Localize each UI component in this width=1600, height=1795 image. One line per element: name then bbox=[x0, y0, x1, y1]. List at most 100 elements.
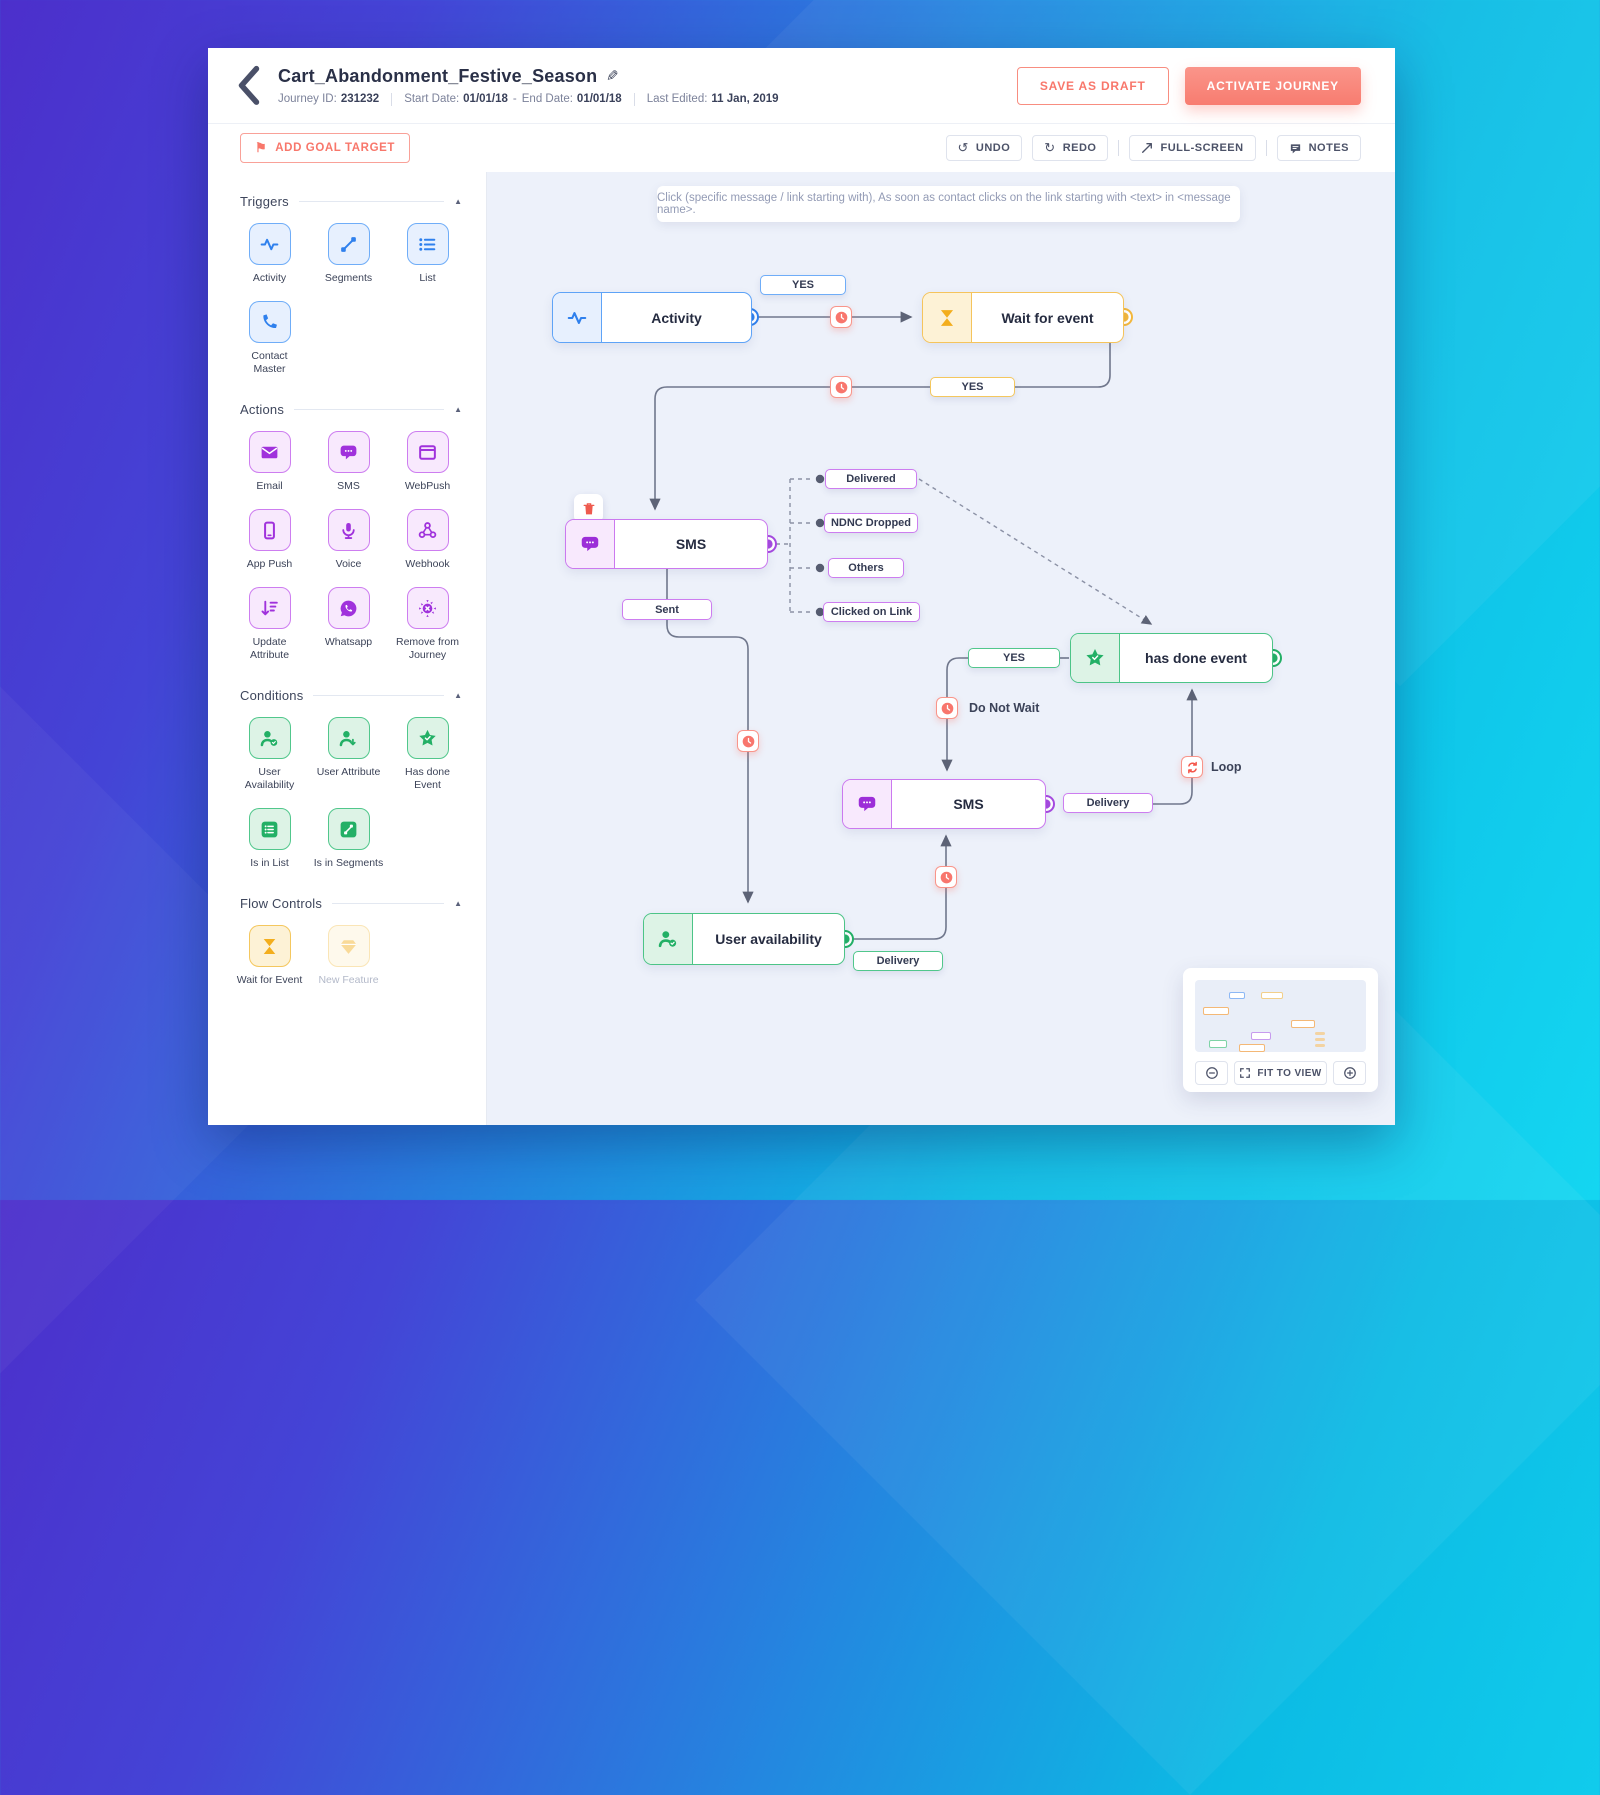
collapse-triangle-icon[interactable]: ▲ bbox=[454, 899, 462, 908]
save-as-draft-button[interactable]: SAVE AS DRAFT bbox=[1016, 66, 1169, 105]
clock-icon bbox=[941, 702, 953, 714]
collapse-triangle-icon[interactable]: ▲ bbox=[454, 691, 462, 700]
notes-button[interactable]: NOTES bbox=[1276, 135, 1361, 161]
palette-remove-from-journey[interactable]: Remove from Journey bbox=[388, 587, 467, 662]
clock-icon bbox=[835, 381, 847, 393]
branch-label-delivery-1[interactable]: Delivery bbox=[1063, 793, 1153, 813]
palette-sidebar: Triggers ▲ Activity Segments List bbox=[208, 172, 487, 1125]
minimap-view[interactable] bbox=[1195, 980, 1366, 1052]
collapse-triangle-icon[interactable]: ▲ bbox=[454, 405, 462, 414]
remove-journey-gear-icon bbox=[419, 599, 436, 617]
undo-button[interactable]: ↺ UNDO bbox=[945, 135, 1023, 161]
triggers-grid: Activity Segments List Contact Master bbox=[208, 223, 486, 376]
flow-controls-grid: Wait for Event New Feature bbox=[208, 925, 486, 987]
wait-clock-chip[interactable] bbox=[737, 730, 759, 752]
node-label: SMS bbox=[953, 796, 984, 812]
minimap-node bbox=[1315, 1044, 1325, 1047]
branch-label-delivery-2[interactable]: Delivery bbox=[853, 951, 943, 971]
email-icon bbox=[261, 446, 278, 458]
palette-email[interactable]: Email bbox=[230, 431, 309, 493]
wait-clock-chip[interactable] bbox=[830, 306, 852, 328]
back-button[interactable] bbox=[236, 66, 262, 105]
flow-canvas[interactable]: Click (specific message / link starting … bbox=[487, 172, 1395, 1125]
fit-to-view-button[interactable]: FIT TO VIEW bbox=[1234, 1061, 1327, 1085]
node-sms-2[interactable]: SMS bbox=[842, 779, 1046, 829]
palette-item-label: App Push bbox=[246, 558, 293, 570]
edit-title-icon[interactable]: ✎ bbox=[606, 68, 619, 85]
section-title: Conditions bbox=[240, 688, 304, 703]
palette-voice[interactable]: Voice bbox=[309, 509, 388, 571]
branch-label-sent[interactable]: Sent bbox=[622, 599, 712, 620]
wait-clock-chip[interactable] bbox=[830, 376, 852, 398]
user-check-icon bbox=[644, 914, 693, 964]
palette-has-done-event[interactable]: Has done Event bbox=[388, 717, 467, 792]
webpush-icon bbox=[419, 444, 436, 460]
minimap-node bbox=[1315, 1038, 1325, 1041]
palette-item-label: New Feature bbox=[318, 974, 379, 986]
palette-activity[interactable]: Activity bbox=[230, 223, 309, 285]
node-activity[interactable]: Activity bbox=[552, 292, 752, 343]
palette-user-availability[interactable]: User Availability bbox=[230, 717, 309, 792]
palette-item-label: Is in List bbox=[250, 857, 289, 869]
gem-icon bbox=[340, 939, 357, 954]
palette-update-attribute[interactable]: Update Attribute bbox=[230, 587, 309, 662]
node-has-done-event[interactable]: has done event bbox=[1070, 633, 1273, 683]
user-check-icon bbox=[260, 730, 278, 746]
redo-label: REDO bbox=[1062, 142, 1097, 154]
hourglass-icon bbox=[263, 938, 276, 954]
branch-label-others[interactable]: Others bbox=[828, 558, 904, 578]
add-goal-target-button[interactable]: ⚑ ADD GOAL TARGET bbox=[240, 133, 411, 163]
end-date-value: 01/01/18 bbox=[576, 93, 622, 105]
palette-app-push[interactable]: App Push bbox=[230, 509, 309, 571]
palette-list[interactable]: List bbox=[388, 223, 467, 285]
toolbar-divider bbox=[1265, 140, 1267, 156]
palette-webhook[interactable]: Webhook bbox=[388, 509, 467, 571]
palette-is-in-segments[interactable]: Is in Segments bbox=[309, 808, 388, 870]
sms-bubble-icon bbox=[566, 520, 615, 568]
node-wait-for-event[interactable]: Wait for event bbox=[922, 292, 1124, 343]
redo-icon: ↻ bbox=[1044, 140, 1056, 155]
clock-icon bbox=[835, 311, 847, 323]
branch-label-yes-2[interactable]: YES bbox=[930, 377, 1015, 397]
palette-user-attribute[interactable]: User Attribute bbox=[309, 717, 388, 792]
minimap-zoom-out-button[interactable] bbox=[1195, 1061, 1228, 1085]
node-user-availability[interactable]: User availability bbox=[643, 913, 845, 965]
palette-item-label: Voice bbox=[335, 558, 362, 570]
palette-is-in-list[interactable]: Is in List bbox=[230, 808, 309, 870]
node-sms-1[interactable]: SMS bbox=[565, 519, 768, 569]
activate-journey-button[interactable]: ACTIVATE JOURNEY bbox=[1184, 66, 1361, 105]
redo-button[interactable]: ↻ REDO bbox=[1032, 135, 1109, 161]
user-arrow-down-icon bbox=[339, 730, 356, 746]
collapse-triangle-icon[interactable]: ▲ bbox=[454, 197, 462, 206]
start-date-label: Start Date: bbox=[404, 93, 460, 105]
minimap-zoom-in-button[interactable] bbox=[1333, 1061, 1366, 1085]
section-conditions-header: Conditions ▲ bbox=[208, 688, 486, 703]
loop-chip[interactable] bbox=[1181, 756, 1203, 778]
palette-wait-for-event[interactable]: Wait for Event bbox=[230, 925, 309, 987]
minimap-node bbox=[1251, 1032, 1271, 1040]
palette-contact-master[interactable]: Contact Master bbox=[230, 301, 309, 376]
delete-node-button[interactable] bbox=[574, 494, 603, 523]
whatsapp-icon bbox=[340, 600, 357, 616]
palette-sms[interactable]: SMS bbox=[309, 431, 388, 493]
minimap-node bbox=[1239, 1044, 1265, 1052]
fit-to-view-label: FIT TO VIEW bbox=[1257, 1067, 1322, 1079]
fullscreen-button[interactable]: FULL-SCREEN bbox=[1129, 135, 1256, 161]
palette-item-label: Is in Segments bbox=[313, 857, 384, 869]
loop-icon bbox=[1187, 761, 1197, 773]
undo-label: UNDO bbox=[975, 142, 1011, 154]
branch-label-yes-3[interactable]: YES bbox=[968, 648, 1060, 668]
microphone-icon bbox=[342, 522, 355, 539]
palette-webpush[interactable]: WebPush bbox=[388, 431, 467, 493]
palette-item-label: Segments bbox=[324, 272, 373, 284]
branch-label-clicked-on-link[interactable]: Clicked on Link bbox=[823, 602, 920, 622]
branch-label-delivered[interactable]: Delivered bbox=[825, 469, 917, 489]
branch-label-ndnc-dropped[interactable]: NDNC Dropped bbox=[824, 513, 918, 533]
branch-label-yes-1[interactable]: YES bbox=[760, 275, 846, 295]
palette-whatsapp[interactable]: Whatsapp bbox=[309, 587, 388, 662]
last-edited-label: Last Edited: bbox=[646, 93, 708, 105]
wait-clock-chip[interactable] bbox=[936, 697, 958, 719]
wait-clock-chip[interactable] bbox=[935, 866, 957, 888]
palette-segments[interactable]: Segments bbox=[309, 223, 388, 285]
last-edited-value: 11 Jan, 2019 bbox=[711, 93, 779, 105]
